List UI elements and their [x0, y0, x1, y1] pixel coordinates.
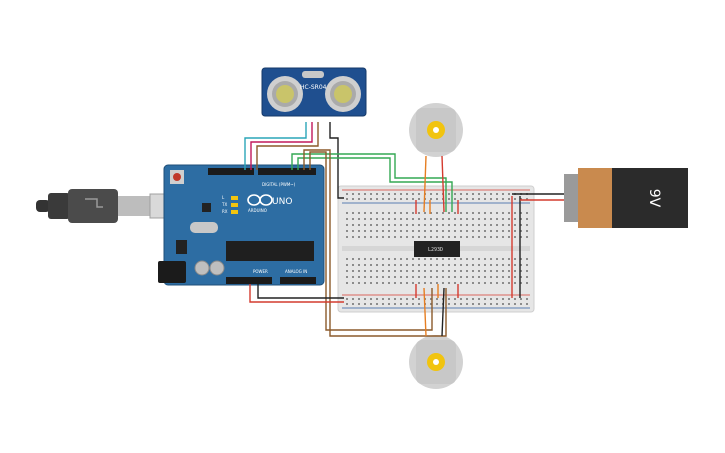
wire-arduino-gnd	[257, 284, 344, 299]
wire-sensor-vcc	[244, 122, 307, 170]
usb-plug-icon	[36, 189, 181, 223]
wire-green-2	[297, 157, 453, 212]
ultrasonic-transducer-icon	[267, 76, 303, 112]
arduino-model-label: UNO	[272, 197, 292, 207]
wire-motor2-b	[441, 287, 445, 337]
dc-motor-icon	[409, 103, 463, 157]
wire-sensor-gnd	[329, 122, 344, 199]
sensor-label: HC-SR04	[300, 84, 327, 91]
wire-sensor-echo	[256, 122, 319, 170]
wire-brown-1	[303, 149, 447, 337]
rx-led-label: RX	[222, 209, 228, 214]
ultrasonic-transducer-icon	[325, 76, 361, 112]
wire-motor2-a	[423, 287, 427, 337]
wire-sensor-trig	[250, 122, 313, 170]
dc-motor-icon	[409, 335, 463, 389]
digital-pins-label: DIGITAL (PWM~)	[262, 182, 296, 187]
l-led-label: L	[222, 195, 225, 200]
tx-led-label: TX	[221, 202, 227, 207]
sensor-pin-vcc: VCC	[304, 119, 310, 123]
wire-motor1-b	[441, 155, 445, 213]
arduino-infinity-logo-icon	[247, 194, 273, 206]
ultrasonic-sensor: HC-SR04 VCC Trig Echo GND	[261, 67, 367, 123]
wire-arduino-5v	[249, 284, 344, 303]
arduino-brand-label: ARDUINO	[248, 208, 267, 213]
sensor-pin-echo: Echo	[316, 119, 323, 123]
sensor-pin-trig: Trig	[309, 119, 315, 123]
driver-chip-label: L293D	[428, 247, 443, 253]
battery-label: 9V	[646, 189, 662, 208]
wire-motor1-a	[423, 155, 427, 213]
wires	[244, 122, 564, 337]
breadboard-holes	[346, 193, 528, 305]
sensor-pin-gnd: GND	[322, 119, 330, 123]
wire-brown-2	[309, 151, 433, 331]
motor-driver-chip: L293D	[414, 241, 460, 257]
analog-pins-label: ANALOG IN	[285, 269, 307, 274]
arduino-uno-board: UNO ARDUINO DIGITAL (PWM~) POWER ANALOG …	[158, 164, 325, 286]
wire-green-1	[291, 153, 447, 212]
power-pins-label: POWER	[253, 269, 268, 274]
battery-9v: 9V	[564, 168, 688, 228]
